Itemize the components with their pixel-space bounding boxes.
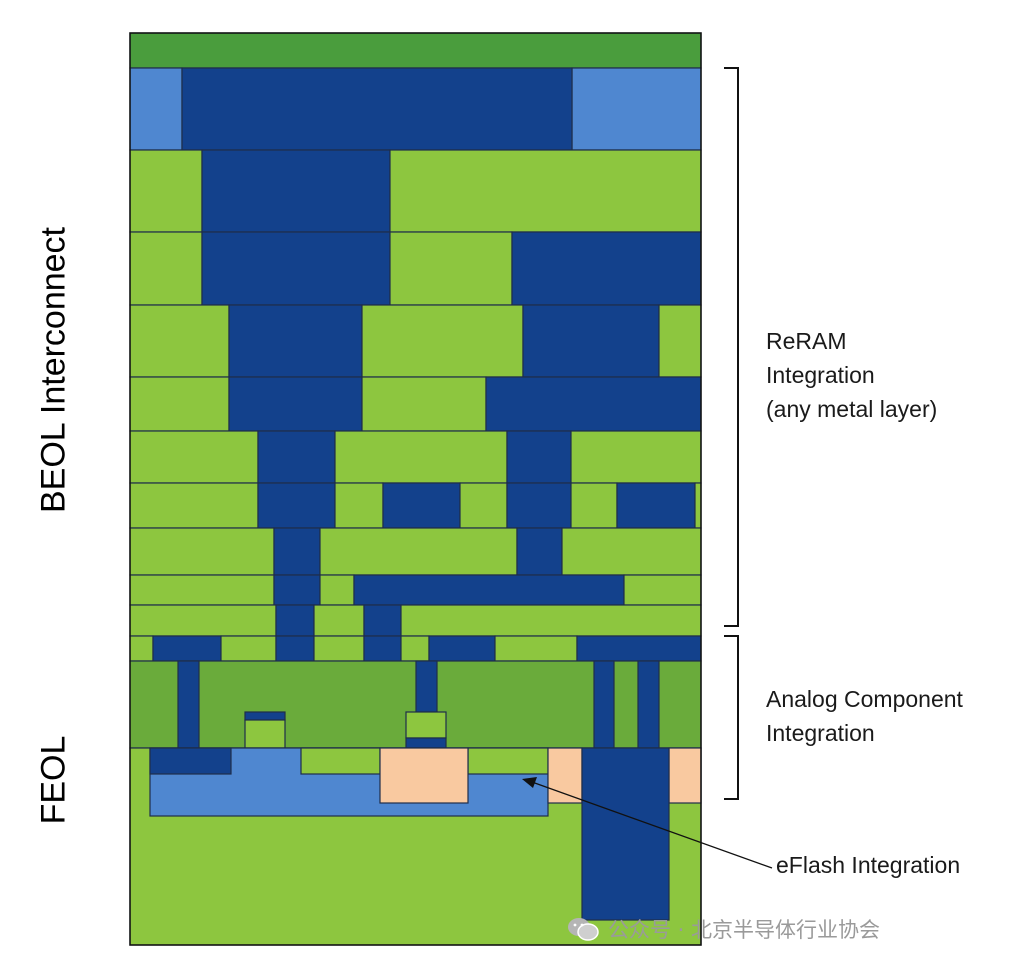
reram-line-2: Integration [766,362,875,388]
metal-via [273,574,321,606]
metal-via [228,376,363,432]
metal-via [275,604,315,637]
reram-annotation: ReRAM Integration (any metal layer) [766,324,937,426]
dielectric [129,231,203,306]
gate [244,719,286,749]
analog-line-2: Integration [766,720,875,746]
diagram-frame [129,32,702,946]
metal-line [511,231,702,306]
active-region [300,747,381,775]
reram-bracket [724,67,739,627]
dielectric [334,430,508,484]
metal-line [616,482,696,529]
arrow-line [531,781,773,869]
dielectric [694,482,702,529]
metal-1 [275,635,315,662]
metal-via [273,527,321,576]
dielectric [459,482,508,529]
isolation [547,747,583,804]
arrowhead [522,777,537,788]
brackets [724,67,739,800]
analog-line-1: Analog Component [766,686,963,712]
diffusion [149,747,232,775]
dielectric [400,604,702,637]
dielectric [319,574,355,606]
gate-cap [405,737,447,749]
contact [593,660,615,749]
dielectric [658,304,702,378]
deep-trench [581,747,670,921]
dielectric [220,635,277,662]
top-pad-right [571,67,702,151]
metal-via [257,430,336,484]
cross-section-layers [129,32,702,946]
metal-line [353,574,625,606]
dielectric [129,574,275,606]
dielectric [561,527,702,576]
contact [637,660,660,749]
dielectric [129,149,203,233]
metal-line [485,376,702,432]
feol-label: FEOL [34,735,73,825]
dielectric [494,635,578,662]
top-metal [181,67,573,151]
dielectric [129,527,275,576]
dielectric [570,482,618,529]
dielectric [361,376,487,432]
dielectric [623,574,702,606]
contact [177,660,200,749]
top-passivation [129,32,702,69]
active-region [467,747,549,775]
dielectric [129,304,230,378]
gate [405,711,447,739]
watermark: 公众号 · 北京半导体行业协会 [566,914,880,944]
metal-1 [428,635,496,662]
metal-via [257,482,336,529]
isolation [668,747,702,804]
reram-line-1: ReRAM [766,328,847,354]
dielectric [313,635,365,662]
watermark-text: 公众号 · 北京半导体行业协会 [608,918,881,942]
analog-annotation: Analog Component Integration [766,682,963,750]
analog-bracket [724,635,739,800]
reram-line-3: (any metal layer) [766,396,938,422]
wechat-icon [568,918,599,941]
metal-1 [363,635,402,662]
dielectric [129,482,259,529]
dielectric [389,231,513,306]
metal-via [201,231,391,306]
dielectric [129,376,230,432]
gate-cap [244,711,286,721]
metal-via [506,482,572,529]
metal-1 [152,635,222,662]
eflash-cell [379,747,469,804]
contact [415,660,438,713]
dielectric [334,482,384,529]
dielectric [361,304,524,378]
metal-via [516,527,563,576]
dielectric [400,635,430,662]
beol-label: BEOL Interconnect [34,226,73,514]
metal-via [506,430,572,484]
metal-1 [576,635,702,662]
top-pad-left [129,67,183,151]
dielectric [129,604,277,637]
eflash-arrow [522,777,773,869]
metal-via [363,604,402,637]
metal-via [228,304,363,378]
dielectric [313,604,365,637]
dielectric [319,527,518,576]
metal-via [201,149,391,233]
dielectric [570,430,702,484]
dielectric [389,149,702,233]
metal-via [522,304,660,378]
dielectric [129,635,154,662]
metal-line [382,482,461,529]
eflash-annotation: eFlash Integration [776,852,961,878]
dielectric [129,430,259,484]
